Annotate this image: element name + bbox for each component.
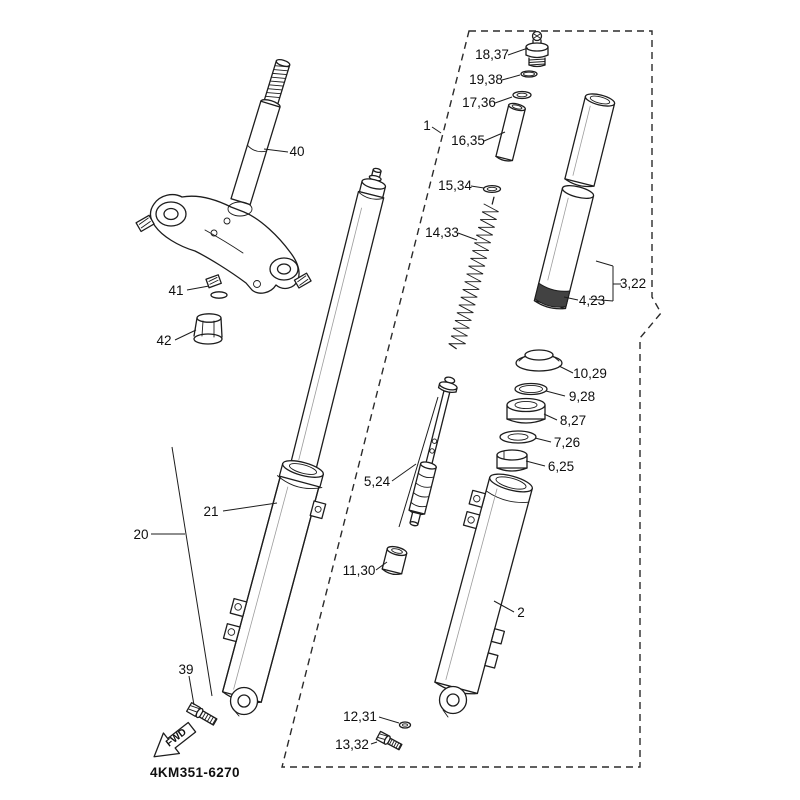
leader-lines [151, 47, 621, 745]
gasket-washer [398, 721, 412, 729]
pinch-bolt [205, 274, 228, 299]
axle-pinch-bolt-left [185, 702, 218, 726]
left-inner-fork-tube [287, 167, 387, 480]
right-outer-fork-tube [434, 473, 533, 695]
label-14-33: 14,33 [425, 225, 459, 240]
damper-rod-assembly [408, 376, 458, 527]
label-41: 41 [168, 283, 183, 298]
lower-triple-clamp [135, 193, 312, 294]
label-21: 21 [203, 504, 218, 519]
label-40: 40 [289, 144, 304, 159]
label-20: 20 [133, 527, 148, 542]
clamp-bolt-left [135, 214, 155, 233]
fwd-arrow: FWD [153, 721, 197, 758]
assembly-boundary [281, 30, 662, 768]
label-17-36: 17,36 [462, 95, 496, 110]
label-10-29: 10,29 [573, 366, 607, 381]
label-8-27: 8,27 [560, 413, 586, 428]
clamp-bolt-right [293, 272, 312, 289]
label-3-22: 3,22 [620, 276, 646, 291]
inner-tube-lower [533, 184, 595, 310]
label-39: 39 [178, 662, 193, 677]
label-7-26: 7,26 [554, 435, 580, 450]
label-5-24: 5,24 [364, 474, 391, 489]
label-2: 2 [517, 605, 525, 620]
cap-o-ring [520, 70, 538, 78]
oil-seal [506, 397, 546, 424]
drain-screw [375, 730, 403, 751]
slide-bushing [496, 449, 528, 472]
label-9-28: 9,28 [569, 389, 595, 404]
spring-washer [482, 184, 502, 194]
part-labels: 18,37 19,38 17,36 1 16,35 15,34 14,33 3,… [133, 47, 646, 752]
spring-seat-washer [512, 90, 532, 100]
diagram-part-code: 4KM351-6270 [150, 765, 240, 780]
label-12-31: 12,31 [343, 709, 377, 724]
fork-spring [448, 196, 499, 350]
right-axle-boss [438, 685, 468, 718]
left-outer-fork-tube [221, 460, 327, 704]
label-19-38: 19,38 [469, 72, 503, 87]
steering-stem [230, 58, 291, 206]
left-axle-boss [229, 686, 259, 717]
label-15-34: 15,34 [438, 178, 472, 193]
label-18-37: 18,37 [475, 47, 509, 62]
label-16-35: 16,35 [451, 133, 485, 148]
inner-tube-upper [564, 93, 616, 188]
retaining-clip [514, 382, 548, 396]
fork-cap-bolt [525, 30, 549, 68]
label-13-32: 13,32 [335, 737, 369, 752]
spacer-collar [495, 102, 526, 162]
label-1: 1 [423, 118, 431, 133]
stem-damper [193, 313, 223, 345]
label-11-30: 11,30 [343, 563, 376, 578]
label-6-25: 6,25 [548, 459, 574, 474]
label-42: 42 [156, 333, 171, 348]
oil-lock-piece [381, 545, 408, 576]
dust-seal [515, 349, 563, 372]
label-4-23: 4,23 [579, 293, 605, 308]
seal-washer [499, 430, 537, 444]
